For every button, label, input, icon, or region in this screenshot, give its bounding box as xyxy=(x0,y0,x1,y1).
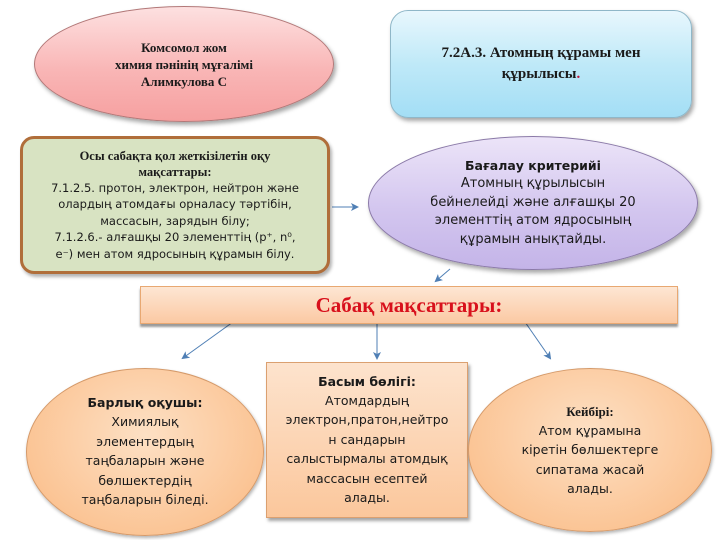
criteria-line: бейнелейді және алғашқы 20 xyxy=(430,194,636,210)
most-students-line: Атомдардың xyxy=(325,392,409,408)
some-students-line: сипатама жасай xyxy=(535,461,645,477)
criteria-heading: Бағалау критерийі xyxy=(465,158,601,173)
objectives-heading-1: Осы сабақта қол жеткізілетін оқу xyxy=(79,148,271,163)
objectives-line: 7.1.2.5. протон, электрон, нейтрон және xyxy=(51,180,299,195)
teacher-ellipse: Комсомол жом химия пәнінің мұғалімі Алим… xyxy=(34,6,334,122)
arrow-goals-to-some xyxy=(524,321,552,360)
arrow-goals-to-all xyxy=(181,321,234,360)
most-students-heading: Басым бөлігі: xyxy=(318,373,416,389)
learning-objectives-box: Осы сабақта қол жеткізілетін оқу мақсатт… xyxy=(20,136,330,274)
most-students-line: электрон,пратон,нейтро xyxy=(285,412,449,427)
topic-line-1: 7.2А.3. Атомның құрамы мен xyxy=(441,45,641,61)
some-students-line: кіретін бөлшектерге xyxy=(521,442,659,457)
all-students-line: элементердың xyxy=(96,433,194,449)
all-students-ellipse: Барлық оқушы: Химиялық элементердың таңб… xyxy=(26,368,264,536)
all-students-line: Химиялық xyxy=(111,414,179,430)
teacher-line-3: Алимкулова С xyxy=(140,73,228,89)
criteria-line: Атомның құрылысын xyxy=(460,176,606,191)
most-students-line: н сандарын xyxy=(328,431,406,447)
objectives-line: e⁻) мен атом ядросының құрамын білу. xyxy=(55,246,295,261)
all-students-line: таңбаларын біледі. xyxy=(81,492,209,508)
some-students-heading: Кейбірі: xyxy=(566,403,614,419)
objectives-line: массасын, зарядын білу; xyxy=(100,213,250,228)
all-students-heading: Барлық оқушы: xyxy=(87,395,203,411)
most-students-line: массасын есептей xyxy=(306,470,428,486)
some-students-line: алады. xyxy=(567,481,613,496)
criteria-line: элементтің атом ядросының xyxy=(434,213,632,228)
most-students-line: салыстырмалы атомдық xyxy=(286,451,448,466)
assessment-criteria-ellipse: Бағалау критерийі Атомның құрылысын бейн… xyxy=(368,136,698,270)
objectives-line: 7.1.2.6.- алғашқы 20 элементтің (p⁺, n⁰, xyxy=(54,230,296,245)
teacher-line-1: Комсомол жом xyxy=(141,39,227,55)
most-students-line: алады. xyxy=(344,490,390,505)
some-students-ellipse: Кейбірі: Атом құрамына кіретін бөлшектер… xyxy=(468,368,712,532)
lesson-goals-banner: Сабақ мақсаттары: xyxy=(140,286,678,324)
topic-line-2-text: құрылысы xyxy=(501,66,577,82)
most-students-box: Басым бөлігі: Атомдардың электрон,пратон… xyxy=(266,362,468,518)
criteria-line: құрамын анықтайды. xyxy=(459,231,607,247)
topic-line-2: құрылысы. xyxy=(502,64,580,85)
topic-dot: . xyxy=(576,66,581,82)
some-students-line: Атом құрамына xyxy=(538,422,642,438)
all-students-line: таңбаларын және xyxy=(85,453,205,469)
objectives-line: олардың атомдағы орналасу тәртібін, xyxy=(58,197,292,212)
topic-box: 7.2А.3. Атомның құрамы мен құрылысы. xyxy=(390,10,692,118)
lesson-goals-title: Сабақ мақсаттары: xyxy=(315,292,503,317)
arrow-criteria-to-goals xyxy=(434,268,451,283)
teacher-line-2: химия пәнінің мұғалімі xyxy=(114,56,254,72)
all-students-line: бөлшектердің xyxy=(98,472,192,488)
objectives-heading-2: мақсаттары: xyxy=(138,164,212,179)
